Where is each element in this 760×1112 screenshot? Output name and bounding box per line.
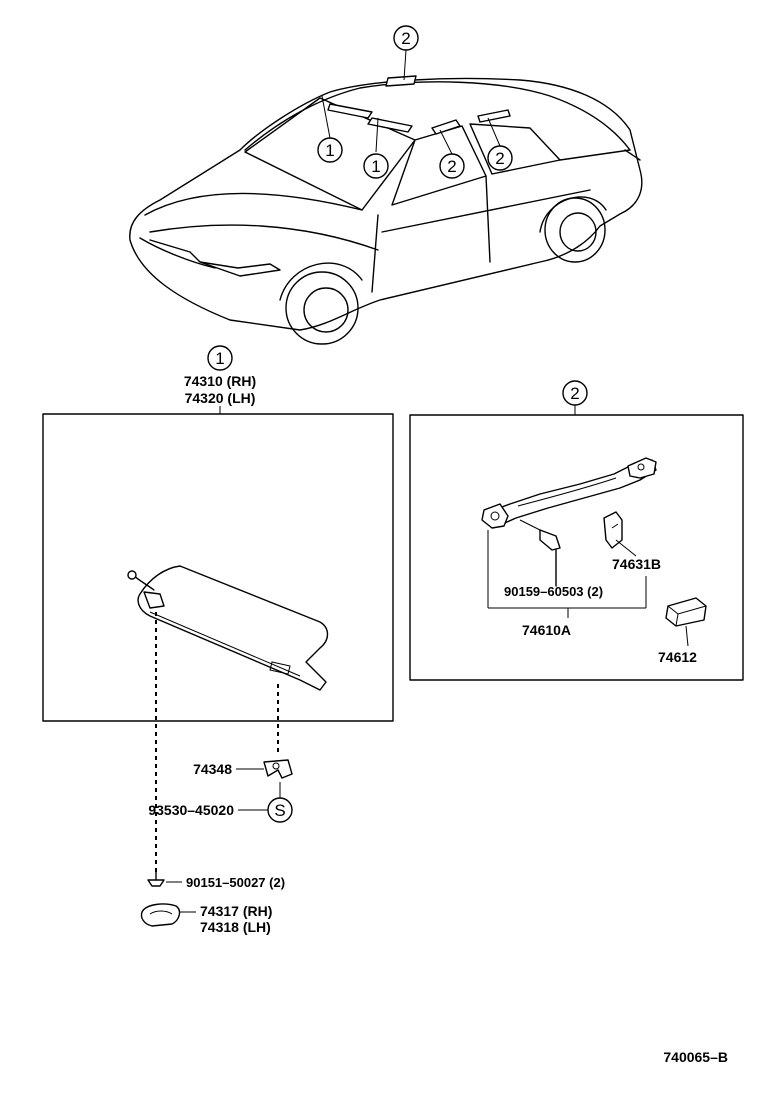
screw-90151: 90151–50027 (2) [147, 871, 285, 890]
part-number: 74318 (LH) [200, 919, 271, 935]
callout-number: 2 [495, 149, 504, 168]
group1-callout: 1 [215, 349, 224, 368]
part-number: 74610A [522, 622, 571, 638]
part-93530-45020: S 93530–45020 [148, 782, 293, 823]
visor-clip: 74317 (RH) 74318 (LH) [140, 903, 272, 935]
sun-visor [127, 565, 329, 691]
car-callout: 2 [393, 25, 419, 51]
group1-header: 1 74310 (RH) 74320 (LH) [184, 345, 256, 414]
car-callout: 2 [439, 153, 465, 179]
diagram-id: 740065–B [663, 1049, 728, 1065]
part-number: 74310 (RH) [184, 373, 256, 389]
car-callout: 1 [317, 137, 343, 163]
callout-number: 1 [325, 141, 334, 160]
holder-74348: 74348 [193, 759, 293, 779]
car-callout: 1 [363, 153, 389, 179]
group2-callout: 2 [570, 384, 579, 403]
part-number: 74631B [612, 556, 661, 572]
clip-74631B: 74631B [603, 511, 661, 572]
group2-box [409, 414, 744, 681]
bolt-90159 [519, 519, 561, 587]
car-illustration [129, 75, 643, 345]
cap-74612: 74612 [658, 597, 707, 665]
car-leader-lines [321, 49, 501, 155]
car-callout: 2 [487, 145, 513, 171]
part-number: 90151–50027 (2) [186, 875, 285, 890]
part-number: 74320 (LH) [185, 390, 256, 406]
group2-header: 2 [562, 380, 588, 415]
part-number: 90159–60503 (2) [504, 584, 603, 599]
part-number: 74317 (RH) [200, 903, 272, 919]
callout-number: 2 [447, 157, 456, 176]
assist-grip [481, 457, 657, 529]
part-number: 74348 [193, 761, 232, 777]
standard-tag: S [274, 801, 285, 820]
assembly-bracket [487, 530, 647, 618]
part-number: 93530–45020 [148, 802, 234, 818]
part-number: 74612 [658, 649, 697, 665]
callout-number: 2 [401, 29, 410, 48]
group1-box [42, 413, 394, 722]
callout-number: 1 [371, 157, 380, 176]
